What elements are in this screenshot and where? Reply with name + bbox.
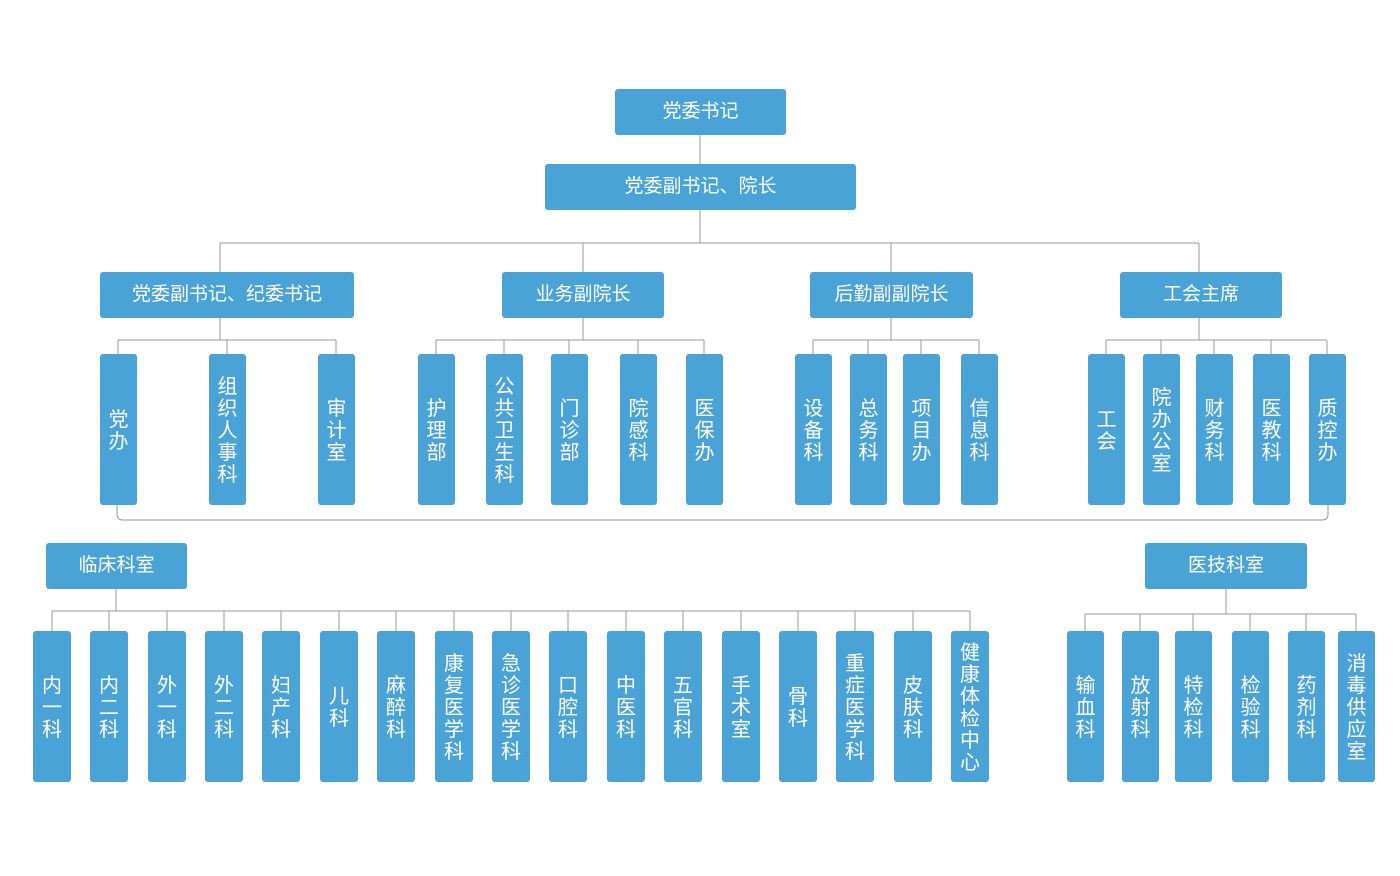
dept-clinical-2: 外一科 bbox=[148, 631, 186, 782]
dept-clinical-10: 中医科 bbox=[607, 631, 645, 782]
dept-g4-4: 质控办 bbox=[1309, 354, 1346, 505]
dept-g3-1: 总务科 bbox=[850, 354, 887, 505]
dept-g1-0: 党办 bbox=[100, 354, 137, 505]
node-dean: 党委副书记、院长 bbox=[545, 164, 856, 210]
node-clinical-departments: 临床科室 bbox=[46, 543, 187, 589]
dept-clinical-9: 口腔科 bbox=[549, 631, 587, 782]
dept-clinical-8: 急诊医学科 bbox=[492, 631, 530, 782]
dept-g4-3: 医教科 bbox=[1253, 354, 1290, 505]
dept-medtech-4: 药剂科 bbox=[1288, 631, 1325, 782]
dept-clinical-1: 内二科 bbox=[90, 631, 128, 782]
node-business-vice-dean: 业务副院长 bbox=[502, 272, 664, 318]
node-medtech-departments: 医技科室 bbox=[1145, 543, 1307, 589]
dept-clinical-12: 手术室 bbox=[722, 631, 760, 782]
dept-g4-0: 工会 bbox=[1088, 354, 1125, 505]
dept-clinical-6: 麻醉科 bbox=[377, 631, 415, 782]
connector-bracket bbox=[116, 505, 1329, 521]
dept-g1-2: 审计室 bbox=[318, 354, 355, 505]
dept-g2-1: 公共卫生科 bbox=[486, 354, 523, 505]
dept-g2-4: 医保办 bbox=[686, 354, 723, 505]
dept-g2-2: 门诊部 bbox=[551, 354, 588, 505]
dept-clinical-11: 五官科 bbox=[664, 631, 702, 782]
dept-clinical-0: 内一科 bbox=[33, 631, 71, 782]
dept-g2-3: 院感科 bbox=[620, 354, 657, 505]
node-logistics-vice-dean: 后勤副副院长 bbox=[810, 272, 973, 318]
dept-g2-0: 护理部 bbox=[418, 354, 455, 505]
dept-medtech-3: 检验科 bbox=[1232, 631, 1269, 782]
node-union-chair: 工会主席 bbox=[1120, 272, 1282, 318]
dept-clinical-3: 外二科 bbox=[205, 631, 243, 782]
dept-medtech-5: 消毒供应室 bbox=[1338, 631, 1375, 782]
dept-medtech-1: 放射科 bbox=[1122, 631, 1159, 782]
dept-clinical-16: 健康体检中心 bbox=[951, 631, 989, 782]
dept-g3-3: 信息科 bbox=[961, 354, 998, 505]
dept-clinical-4: 妇产科 bbox=[262, 631, 300, 782]
dept-clinical-5: 儿科 bbox=[320, 631, 358, 782]
dept-clinical-14: 重症医学科 bbox=[836, 631, 874, 782]
node-deputy-discipline-secretary: 党委副书记、纪委书记 bbox=[100, 272, 354, 318]
dept-medtech-0: 输血科 bbox=[1067, 631, 1104, 782]
dept-g1-1: 组织人事科 bbox=[209, 354, 246, 505]
dept-clinical-7: 康复医学科 bbox=[435, 631, 473, 782]
dept-g4-1: 院办公室 bbox=[1143, 354, 1180, 505]
dept-g3-0: 设备科 bbox=[795, 354, 832, 505]
dept-clinical-15: 皮肤科 bbox=[894, 631, 932, 782]
dept-clinical-13: 骨科 bbox=[779, 631, 817, 782]
node-party-secretary: 党委书记 bbox=[615, 89, 786, 135]
dept-g3-2: 项目办 bbox=[903, 354, 940, 505]
dept-g4-2: 财务科 bbox=[1196, 354, 1233, 505]
dept-medtech-2: 特检科 bbox=[1175, 631, 1212, 782]
